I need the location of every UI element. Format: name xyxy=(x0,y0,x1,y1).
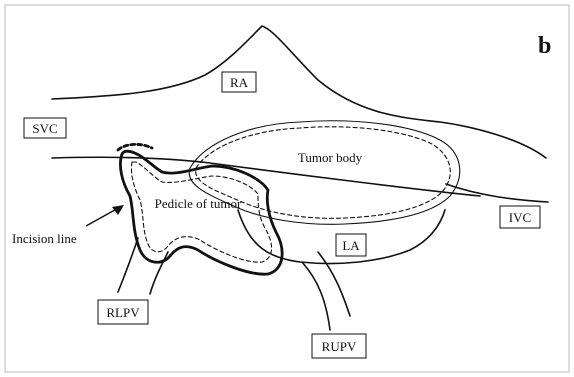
label-svc: SVC xyxy=(24,118,66,138)
ivc-lower-line xyxy=(446,184,548,202)
svg-text:RA: RA xyxy=(230,75,249,90)
label-la: LA xyxy=(336,234,366,256)
svg-text:RLPV: RLPV xyxy=(106,305,140,320)
label-pedicle: Pedicle of tumor xyxy=(155,196,242,211)
rupv-vessel-right xyxy=(318,252,350,316)
rupv-vessel-left xyxy=(302,262,330,330)
svg-text:Pedicle of tumor: Pedicle of tumor xyxy=(155,196,242,211)
pedicle-dashed-cap xyxy=(118,144,152,150)
label-rlpv: RLPV xyxy=(98,300,148,324)
label-ra: RA xyxy=(222,72,256,92)
label-rupv: RUPV xyxy=(312,334,366,358)
rlpv-vessel-left xyxy=(118,238,138,292)
svc-ivc-line xyxy=(52,157,480,196)
svg-text:Tumor body: Tumor body xyxy=(298,150,363,165)
svg-text:IVC: IVC xyxy=(509,210,531,225)
svg-text:Incision line: Incision line xyxy=(12,231,77,246)
panel-letter: b xyxy=(538,33,551,59)
label-tumor-body: Tumor body xyxy=(298,150,363,165)
svg-text:RUPV: RUPV xyxy=(322,339,357,354)
right-atrium-outline xyxy=(52,26,546,158)
label-ivc: IVC xyxy=(500,206,540,228)
svg-text:LA: LA xyxy=(342,238,360,253)
label-incision-line: Incision line xyxy=(12,231,77,246)
figure-frame xyxy=(5,5,569,372)
rlpv-vessel-right xyxy=(150,252,168,294)
svg-text:SVC: SVC xyxy=(32,121,57,136)
